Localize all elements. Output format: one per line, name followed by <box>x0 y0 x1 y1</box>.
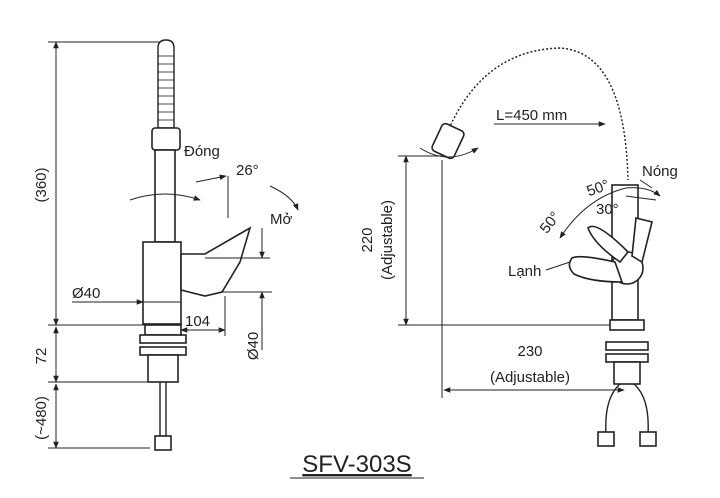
right-supply-hoses <box>605 383 649 435</box>
angle-top-label: 30° <box>596 201 619 218</box>
right-base-nut-1 <box>605 341 649 351</box>
height-note-label: (Adjustable) <box>379 200 396 280</box>
hose-length-label: (~480) <box>33 396 50 440</box>
left-hose <box>157 39 175 129</box>
reach-note-label: (Adjustable) <box>490 369 570 386</box>
model-label: SFV-303S <box>302 451 411 478</box>
left-side-view: (360) 72 (~480) <box>33 39 299 451</box>
right-base-plate <box>609 319 645 331</box>
spout-diameter-label: Ø40 <box>72 285 100 302</box>
hot-label: Nóng <box>642 163 678 180</box>
right-front-view: L=450 mm 220 (Adjustable) 230 (Adjustabl… <box>359 42 678 447</box>
left-spray-head <box>151 127 181 151</box>
base-nut-1 <box>139 334 187 344</box>
left-handle <box>180 226 252 297</box>
left-spout-tube <box>154 149 176 243</box>
rotate-arrow-right <box>419 147 479 158</box>
supply-hose <box>159 382 167 440</box>
height-value-label: 220 <box>359 227 376 252</box>
open-arrow <box>269 185 299 211</box>
angle-label-26: 26° <box>236 162 259 179</box>
right-supply-nut-cold <box>597 431 615 447</box>
mid-handle <box>587 225 630 264</box>
open-label: Mở <box>270 211 292 228</box>
rotate-arrow-left <box>129 193 201 201</box>
base-shank <box>147 354 179 383</box>
body-diameter-label: Ø40 <box>245 332 262 360</box>
angle-hot-label: 50° <box>584 176 611 200</box>
supply-nut <box>154 435 172 451</box>
right-supply-nut-hot <box>639 431 657 447</box>
right-base-shank <box>613 361 641 385</box>
hot-leader <box>639 179 653 189</box>
hot-handle <box>631 217 653 264</box>
hose-length-label-right: L=450 mm <box>496 107 567 124</box>
base-height-label: 72 <box>33 348 50 365</box>
angle-cold-label: 50° <box>537 208 564 236</box>
cold-leader <box>545 261 571 271</box>
gooseneck-inner <box>440 42 633 181</box>
cold-label: Lạnh <box>508 263 541 280</box>
handle-reach-label: 104 <box>185 313 210 330</box>
angle-ref-top <box>625 195 657 201</box>
base-nut-2 <box>139 346 187 356</box>
right-spray-head <box>431 122 465 160</box>
close-label: Đóng <box>184 143 220 160</box>
close-arrow <box>195 174 227 183</box>
left-body <box>142 241 182 325</box>
total-height-label: (360) <box>33 167 50 202</box>
reach-value-label: 230 <box>517 343 542 360</box>
hot-arc <box>625 187 661 197</box>
base-plate <box>144 324 182 336</box>
right-base-nut-2 <box>605 353 649 363</box>
cold-arc <box>559 187 627 239</box>
cold-handle <box>568 255 624 283</box>
